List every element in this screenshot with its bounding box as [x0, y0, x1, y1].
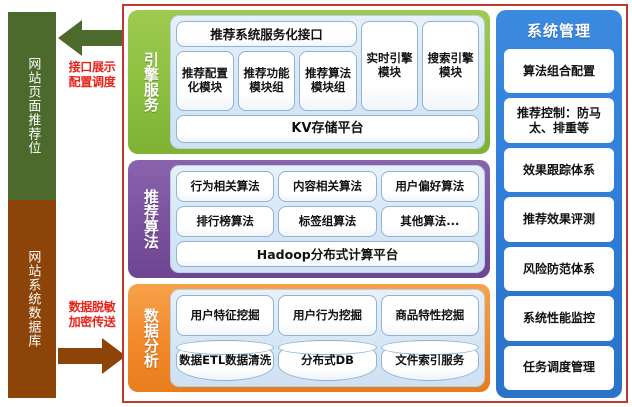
cylinder-distributed-db[interactable]: 分布式DB — [278, 340, 377, 381]
arrow-bottom-label: 数据脱敏 加密传送 — [57, 300, 127, 330]
cell-kv-storage-platform[interactable]: KV存储平台 — [176, 115, 479, 143]
band-panel-data-analysis: 用户特征挖掘 用户行为挖掘 商品特性挖掘 数据ETL数据清洗 分布式DB 文件索… — [170, 289, 485, 387]
band-label-data-analysis: 数据分析 — [141, 308, 160, 368]
left-block-website-database: 网站系统数据库 — [8, 200, 56, 398]
sidebar-item-recommendation-control[interactable]: 推荐控制：防马太、排重等 — [504, 98, 614, 143]
arrow-bottom-label-line1: 数据脱敏 — [68, 300, 116, 314]
data-analysis-row-2: 数据ETL数据清洗 分布式DB 文件索引服务 — [176, 340, 480, 381]
engine-module-row: 推荐配置化模块 推荐功能模块组 推荐算法模块组 — [176, 51, 358, 111]
engine-tall-module-row: 实时引擎模块 搜索引擎模块 — [361, 21, 479, 111]
main-stack: 引擎服务 推荐系统服务化接口 推荐配置化模块 推荐功能模块组 推荐算法模块组 实… — [128, 10, 490, 398]
cell-function-module-group[interactable]: 推荐功能模块组 — [237, 51, 296, 111]
band-panel-recommendation-algorithm: 行为相关算法 内容相关算法 用户偏好算法 排行榜算法 标签组算法 其他算法...… — [170, 165, 485, 273]
arrow-bottom-group: 数据脱敏 加密传送 — [56, 300, 128, 392]
sidebar-item-algorithm-combination-config[interactable]: 算法组合配置 — [504, 49, 614, 94]
cell-product-feature-mining[interactable]: 商品特性挖掘 — [380, 295, 479, 336]
cell-realtime-engine-module[interactable]: 实时引擎模块 — [361, 21, 418, 111]
cylinder-file-index-service[interactable]: 文件索引服务 — [380, 340, 480, 381]
cell-content-related-algorithm[interactable]: 内容相关算法 — [278, 171, 377, 202]
sidebar-item-risk-prevention-system[interactable]: 风险防范体系 — [504, 246, 614, 292]
sidebar-system-management: 系统管理 算法组合配置 推荐控制：防马太、排重等 效果跟踪体系 推荐效果评测 风… — [496, 10, 622, 398]
cylinder-data-etl-label: 数据ETL数据清洗 — [179, 352, 272, 367]
band-label-engine-services: 引擎服务 — [141, 52, 160, 112]
sidebar-item-system-performance-monitoring[interactable]: 系统性能监控 — [504, 296, 614, 341]
left-block-website-pages: 网站页面推荐位 — [8, 12, 56, 200]
arrow-right-icon — [58, 338, 126, 374]
arrow-top-label-line2: 配置调度 — [68, 75, 116, 89]
cell-search-engine-module[interactable]: 搜索引擎模块 — [422, 21, 479, 111]
band-label-recommendation-algorithm: 推荐算法 — [141, 189, 160, 249]
cylinder-distributed-db-label: 分布式DB — [301, 352, 354, 367]
cylinder-data-etl[interactable]: 数据ETL数据清洗 — [176, 340, 275, 381]
data-analysis-row-1: 用户特征挖掘 用户行为挖掘 商品特性挖掘 — [176, 295, 479, 336]
cell-config-module[interactable]: 推荐配置化模块 — [176, 51, 234, 111]
sidebar-item-recommendation-effect-evaluation[interactable]: 推荐效果评测 — [504, 197, 614, 242]
cell-user-preference-algorithm[interactable]: 用户偏好算法 — [380, 171, 479, 202]
cell-behavior-related-algorithm[interactable]: 行为相关算法 — [176, 171, 275, 202]
left-column: 网站页面推荐位 网站系统数据库 — [8, 12, 56, 398]
algorithm-row-2: 排行榜算法 标签组算法 其他算法... — [176, 206, 479, 237]
band-engine-services: 引擎服务 推荐系统服务化接口 推荐配置化模块 推荐功能模块组 推荐算法模块组 实… — [128, 10, 490, 154]
algorithm-row-1: 行为相关算法 内容相关算法 用户偏好算法 — [176, 171, 479, 202]
cell-user-feature-mining[interactable]: 用户特征挖掘 — [176, 295, 275, 336]
cell-ranking-algorithm[interactable]: 排行榜算法 — [176, 206, 275, 237]
band-panel-engine-services: 推荐系统服务化接口 推荐配置化模块 推荐功能模块组 推荐算法模块组 实时引擎模块… — [170, 15, 485, 149]
arrow-top-group: 接口展示 配置调度 — [56, 14, 128, 106]
cell-tag-group-algorithm[interactable]: 标签组算法 — [278, 206, 377, 237]
cell-user-behavior-mining[interactable]: 用户行为挖掘 — [278, 295, 377, 336]
sidebar-item-effect-tracking-system[interactable]: 效果跟踪体系 — [504, 147, 614, 193]
arrow-left-icon — [58, 20, 124, 56]
sidebar-title: 系统管理 — [526, 21, 591, 40]
cell-algorithm-module-group[interactable]: 推荐算法模块组 — [299, 51, 358, 111]
band-data-analysis: 数据分析 用户特征挖掘 用户行为挖掘 商品特性挖掘 数据ETL数据清洗 分布式D… — [128, 284, 490, 392]
arrow-top-label: 接口展示 配置调度 — [57, 60, 127, 90]
sidebar-item-task-scheduling-management[interactable]: 任务调度管理 — [504, 345, 614, 390]
cell-recommendation-service-api[interactable]: 推荐系统服务化接口 — [176, 21, 357, 47]
cell-other-algorithms[interactable]: 其他算法... — [380, 206, 479, 237]
arrow-bottom-label-line2: 加密传送 — [68, 315, 116, 329]
cylinder-file-index-service-label: 文件索引服务 — [395, 352, 465, 367]
arrow-top-label-line1: 接口展示 — [68, 60, 116, 74]
cell-hadoop-platform[interactable]: Hadoop分布式计算平台 — [176, 241, 479, 267]
band-recommendation-algorithm: 推荐算法 行为相关算法 内容相关算法 用户偏好算法 排行榜算法 标签组算法 其他… — [128, 160, 490, 278]
